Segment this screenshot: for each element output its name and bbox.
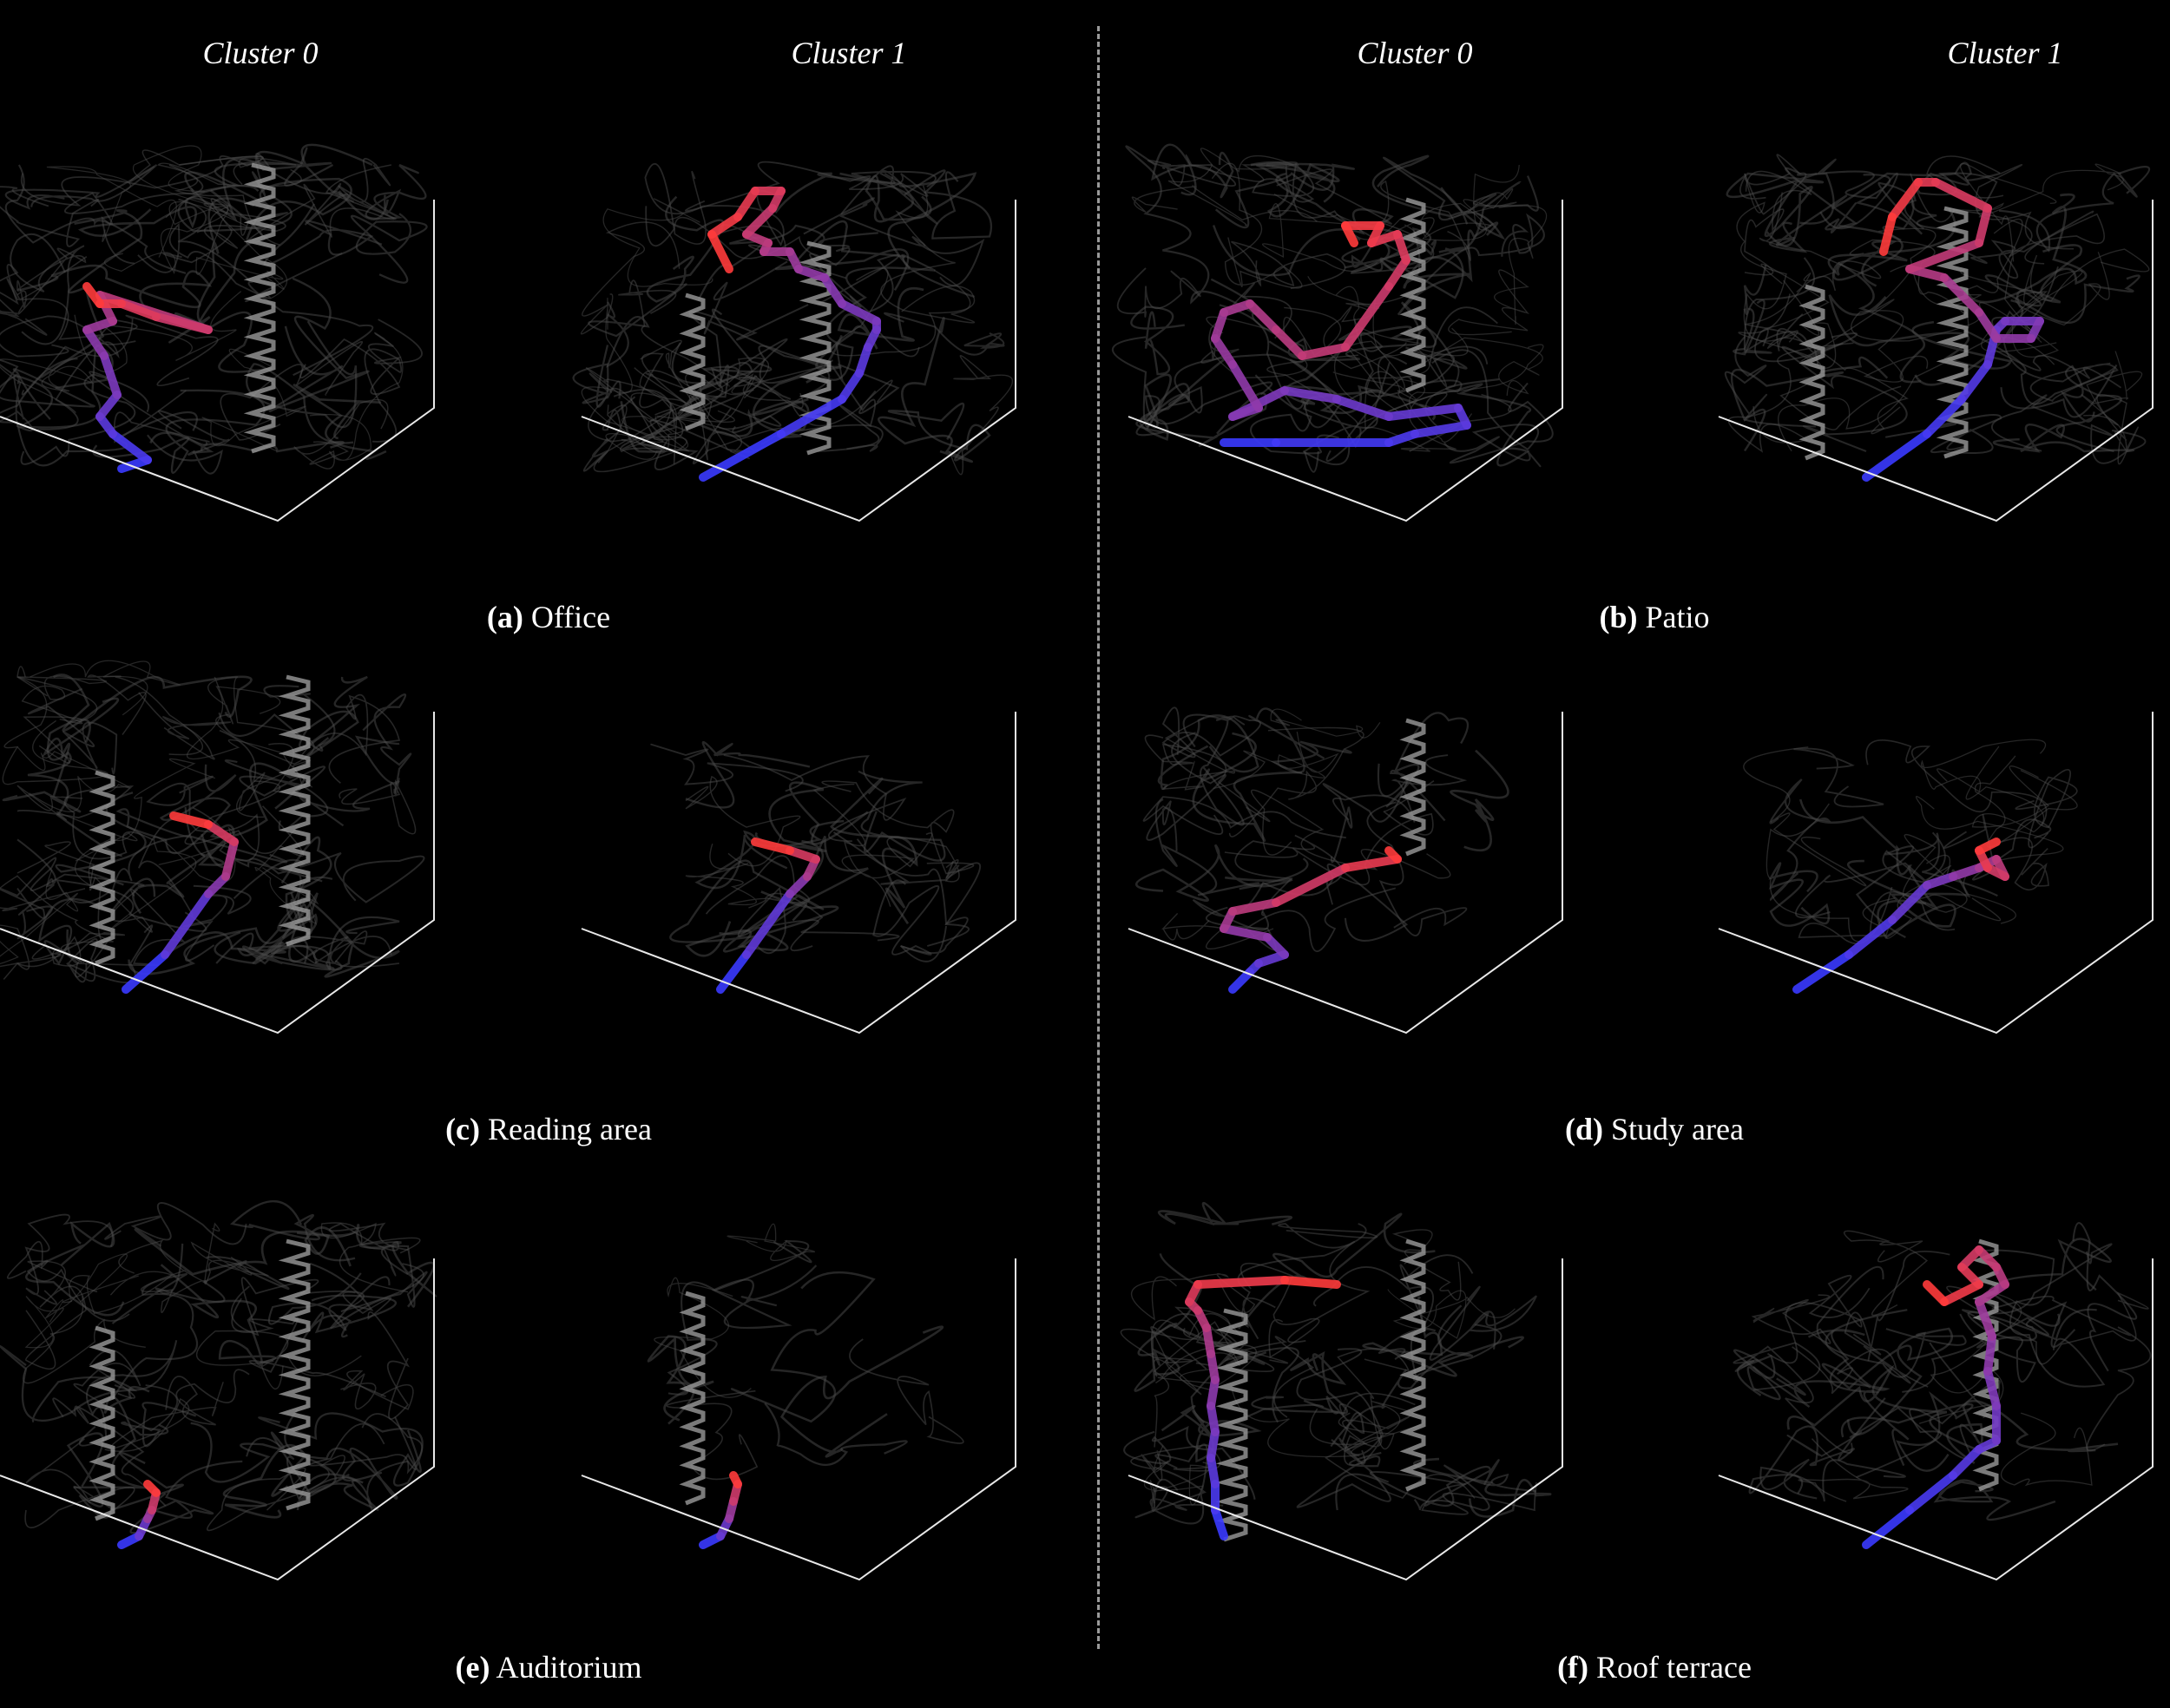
plot-study-cluster1 xyxy=(1719,668,2170,1085)
caption-c-text: Reading area xyxy=(488,1112,652,1146)
background-traces xyxy=(1113,145,1553,472)
header-right-cluster0: Cluster 0 xyxy=(1357,35,1472,71)
axes xyxy=(582,1258,1016,1580)
background-traces xyxy=(1744,739,2077,943)
caption-d-text: Study area xyxy=(1611,1112,1744,1146)
axes xyxy=(1719,712,2153,1033)
background-traces xyxy=(1136,707,1508,951)
vertical-divider xyxy=(1097,26,1100,1649)
background-traces xyxy=(1733,1223,2150,1520)
caption-e: (e) Auditorium xyxy=(456,1649,642,1685)
plot-patio-cluster1 xyxy=(1719,156,2170,573)
background-traces xyxy=(0,1201,436,1533)
plot-study-cluster0 xyxy=(1128,668,1580,1085)
caption-f-text: Roof terrace xyxy=(1596,1650,1752,1685)
plot-auditorium-cluster0 xyxy=(0,1215,451,1632)
header-right-cluster1: Cluster 1 xyxy=(1947,35,2062,71)
plot-office-cluster0 xyxy=(0,156,451,573)
caption-b-label: (b) xyxy=(1599,600,1637,634)
cluster-trajectory xyxy=(1224,851,1397,989)
background-traces xyxy=(0,145,427,474)
caption-a: (a) Office xyxy=(487,599,610,635)
header-left-cluster1: Cluster 1 xyxy=(791,35,906,71)
plot-reading-cluster1 xyxy=(582,668,1033,1085)
caption-c: (c) Reading area xyxy=(445,1111,652,1147)
caption-b: (b) Patio xyxy=(1599,599,1709,635)
caption-d: (d) Study area xyxy=(1565,1111,1744,1147)
plot-reading-cluster0 xyxy=(0,668,451,1085)
plot-patio-cluster0 xyxy=(1128,156,1580,573)
caption-b-text: Patio xyxy=(1645,600,1709,634)
cluster-trajectory xyxy=(122,1484,156,1545)
caption-a-label: (a) xyxy=(487,600,523,634)
stair-spiral xyxy=(252,165,273,451)
plot-office-cluster1 xyxy=(582,156,1033,573)
caption-c-label: (c) xyxy=(445,1112,480,1146)
cluster-trajectory xyxy=(703,1475,738,1545)
caption-d-label: (d) xyxy=(1565,1112,1603,1146)
caption-e-label: (e) xyxy=(456,1650,490,1685)
background-traces xyxy=(651,742,980,962)
caption-f: (f) Roof terrace xyxy=(1557,1649,1752,1685)
plot-roof-cluster1 xyxy=(1719,1215,2170,1632)
background-traces xyxy=(0,660,424,982)
axes xyxy=(582,200,1016,521)
plot-auditorium-cluster1 xyxy=(582,1215,1033,1632)
background-traces xyxy=(1121,1203,1550,1523)
caption-a-text: Office xyxy=(531,600,610,634)
plot-roof-cluster0 xyxy=(1128,1215,1580,1632)
caption-f-label: (f) xyxy=(1557,1650,1588,1685)
caption-e-text: Auditorium xyxy=(496,1650,641,1685)
header-left-cluster0: Cluster 0 xyxy=(202,35,318,71)
